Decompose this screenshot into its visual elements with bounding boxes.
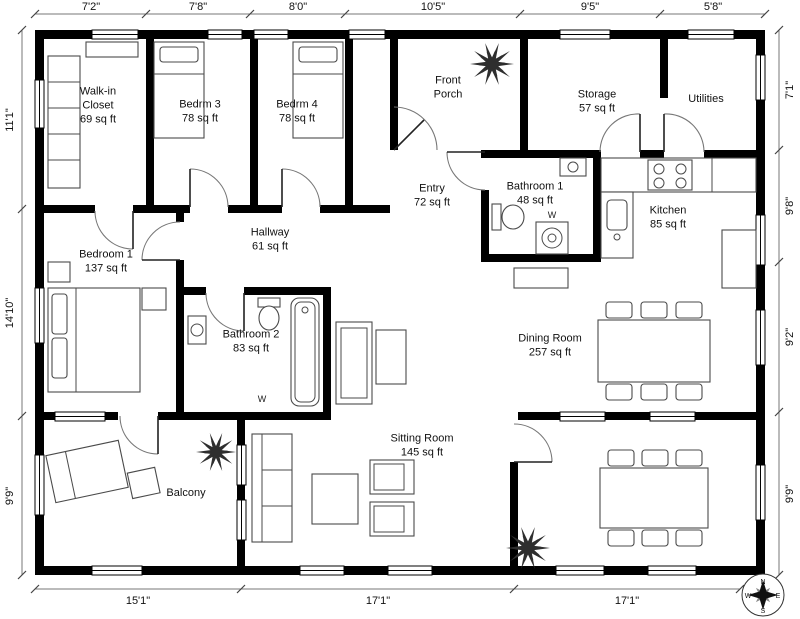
room-label-bathroom-2: Bathroom 2 83 sq ft [223, 328, 280, 356]
room-label-balcony: Balcony [166, 487, 205, 501]
room-name: Bedrm 4 [276, 98, 318, 111]
room-label-bathroom-1: Bathroom 1 48 sq ft [507, 180, 564, 208]
dim-bottom-2: 17'1" [365, 595, 391, 607]
svg-text:W: W [258, 394, 267, 404]
toilet-icon [491, 203, 525, 231]
coffee-table-icon [311, 473, 359, 525]
room-name: Entry [419, 182, 445, 195]
dining-table-icon [597, 301, 711, 401]
bed-icon [153, 41, 205, 139]
dim-top-2: 7'8" [188, 1, 208, 13]
room-name: Bedrm 3 [179, 98, 221, 111]
room-label-kitchen: Kitchen 85 sq ft [650, 204, 687, 232]
dim-right-1: 7'1" [784, 80, 796, 100]
toilet-icon [257, 297, 281, 331]
dim-bottom-3: 17'1" [614, 595, 640, 607]
room-label-utilities: Utilities [688, 93, 723, 107]
room-area: 145 sq ft [400, 446, 444, 458]
room-label-front-porch: Front Porch [425, 74, 471, 102]
dim-right-4: 9'9" [784, 484, 796, 504]
lounge-icon [45, 439, 161, 504]
room-name: Front Porch [433, 74, 463, 100]
room-name: Bathroom 1 [506, 180, 564, 193]
plant-icon [196, 433, 236, 471]
room-label-bedrm-3: Bedrm 3 78 sq ft [179, 98, 221, 126]
windows [34, 29, 766, 576]
room-label-storage: Storage 57 sq ft [578, 88, 617, 116]
room-area: 83 sq ft [232, 342, 270, 354]
doors [94, 106, 705, 463]
room-label-entry: Entry 72 sq ft [414, 182, 450, 210]
dim-top-4: 10'5" [420, 1, 446, 13]
loveseat-icon [335, 321, 407, 405]
room-label-bedroom-1: Bedroom 1 137 sq ft [79, 248, 133, 276]
room-name: Utilities [688, 93, 724, 106]
double-bed-icon [47, 261, 167, 393]
sofa-icon [251, 433, 293, 543]
dim-left-3: 9'9" [4, 486, 16, 506]
dim-bottom-1: 15'1" [125, 595, 151, 607]
room-name: Dining Room [518, 332, 582, 345]
washer-icon: W [535, 210, 569, 255]
dim-right-3: 9'2" [784, 327, 796, 347]
bed-icon [292, 41, 344, 139]
room-area: 78 sq ft [278, 112, 316, 124]
room-label-bedrm-4: Bedrm 4 78 sq ft [276, 98, 318, 126]
dim-right-2: 9'8" [784, 196, 796, 216]
room-area: 78 sq ft [181, 112, 219, 124]
compass-s: S [761, 608, 766, 615]
kitchen-counter-icon [600, 157, 757, 289]
room-label-hallway: Hallway 61 sq ft [251, 226, 290, 254]
room-area: 72 sq ft [413, 196, 451, 208]
room-name: Storage [577, 88, 617, 101]
room-name: Bedroom 1 [79, 248, 133, 261]
room-area: 61 sq ft [251, 240, 289, 252]
dim-top-5: 9'5" [580, 1, 600, 13]
sideboard-icon [513, 267, 569, 289]
patio-table-icon [599, 449, 709, 547]
compass-rose: N E S W [741, 573, 785, 617]
bathtub-icon: W [258, 297, 320, 407]
room-name: Kitchen [649, 204, 687, 217]
dim-top-3: 8'0" [288, 1, 308, 13]
furniture: W W [45, 41, 757, 547]
room-name: Sitting Room [390, 432, 454, 445]
wardrobe-icon [47, 41, 139, 189]
compass-w: W [745, 593, 752, 600]
dim-top-6: 5'8" [703, 1, 723, 13]
room-label-dining-room: Dining Room 257 sq ft [518, 332, 582, 360]
sink-icon [559, 157, 587, 177]
room-name: Balcony [166, 487, 206, 500]
dim-left-1: 11'1" [4, 108, 16, 132]
room-label-walk-in-closet: Walk-in Closet 69 sq ft [67, 85, 129, 126]
plant-icon [470, 43, 514, 85]
svg-text:W: W [548, 210, 557, 220]
sink-icon [187, 315, 207, 345]
room-name: Walk-in Closet [79, 85, 117, 112]
room-name: Bathroom 2 [222, 328, 280, 341]
armchair-icon [369, 459, 415, 495]
compass-n: N [760, 579, 765, 586]
dim-top-1: 7'2" [81, 1, 101, 13]
room-name: Hallway [250, 226, 290, 239]
dim-left-2: 14'10" [4, 297, 16, 329]
room-area: 257 sq ft [528, 346, 572, 358]
room-area: 48 sq ft [516, 194, 554, 206]
room-area: 85 sq ft [649, 218, 687, 230]
room-area: 69 sq ft [79, 112, 117, 125]
armchair-icon [369, 501, 415, 537]
room-area: 57 sq ft [578, 102, 616, 114]
room-label-sitting-room: Sitting Room 145 sq ft [391, 432, 454, 460]
compass-e: E [776, 593, 781, 600]
room-area: 137 sq ft [84, 262, 128, 274]
rulers [17, 9, 784, 594]
